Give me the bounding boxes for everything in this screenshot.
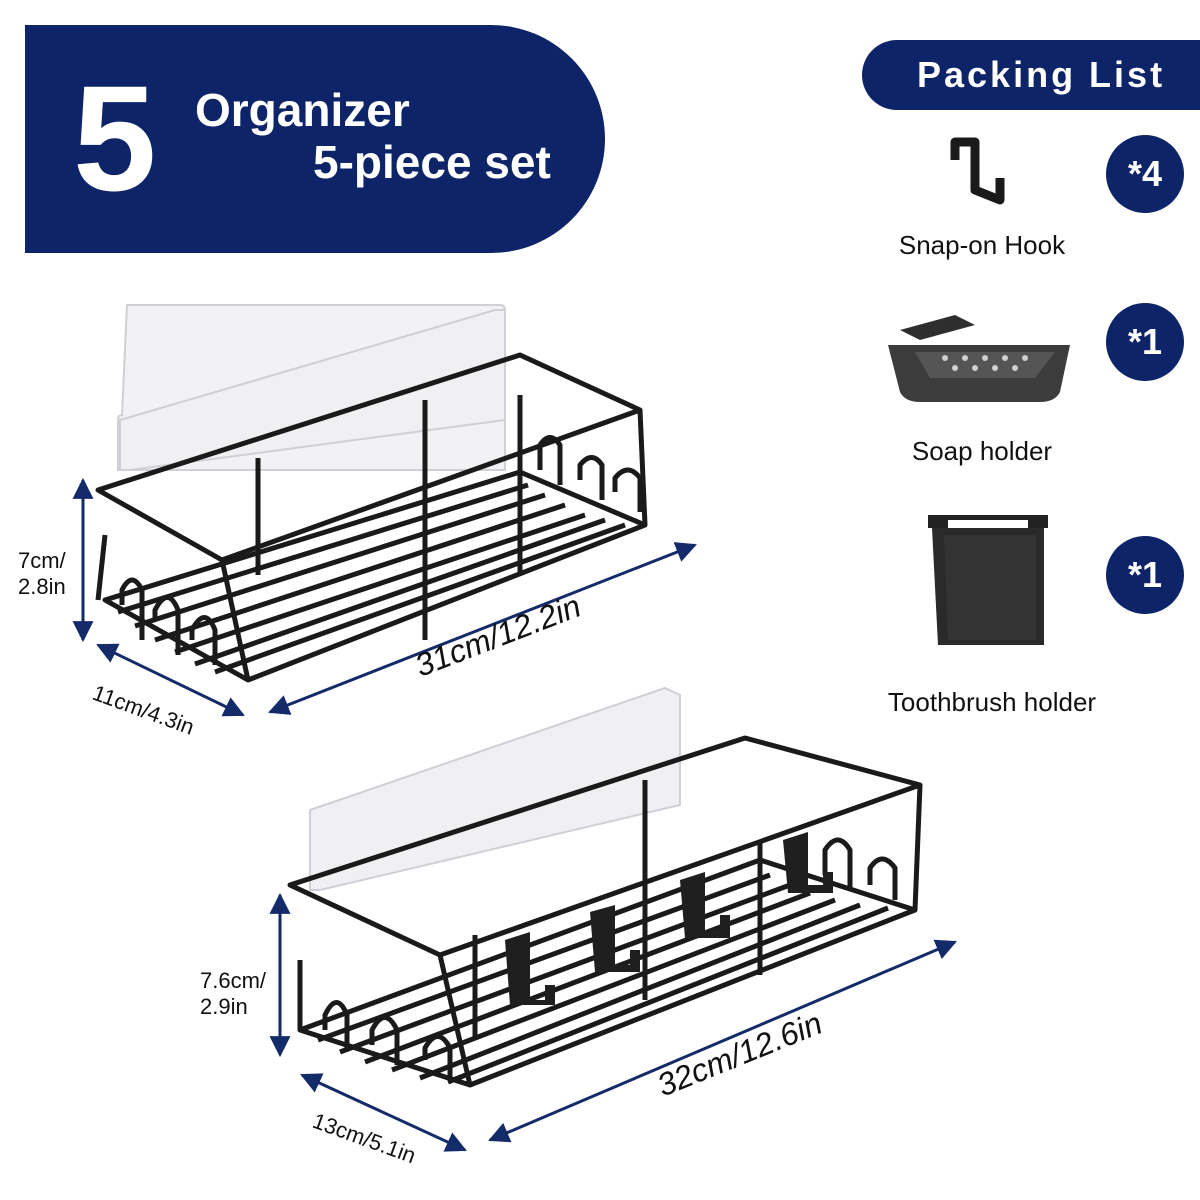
rack-2-height-label: 7.6cm/ 2.9in bbox=[200, 968, 266, 1020]
hook-icon bbox=[950, 137, 1005, 205]
title-banner: 5 Organizer 5-piece set bbox=[25, 25, 605, 253]
packing-list-title: Packing List bbox=[862, 40, 1200, 110]
set-count: 5 bbox=[73, 54, 157, 222]
rack-2-dimension-arrows bbox=[269, 892, 957, 1152]
rack-1-height-in: 2.8in bbox=[18, 574, 66, 599]
rack-2 bbox=[287, 686, 923, 1088]
toothbrush-label: Toothbrush holder bbox=[887, 687, 1097, 717]
soap-dish-icon bbox=[888, 315, 1070, 402]
rack-1 bbox=[95, 304, 648, 683]
title-line-1: Organizer bbox=[195, 84, 410, 136]
rack-1-height-cm: 7cm/ bbox=[18, 548, 66, 573]
soap-label: Soap holder bbox=[911, 436, 1053, 466]
rack-2-height-cm: 7.6cm/ bbox=[200, 968, 267, 993]
rack-1-dimension-arrows bbox=[72, 477, 697, 717]
toothbrush-cup-icon bbox=[928, 515, 1048, 645]
rack-2-height-in: 2.9in bbox=[200, 994, 248, 1019]
title-line-2: 5-piece set bbox=[313, 136, 551, 188]
hook-label: Snap-on Hook bbox=[898, 230, 1066, 260]
toothbrush-count-badge: *1 bbox=[1106, 536, 1184, 614]
rack-1-height-label: 7cm/ 2.8in bbox=[18, 548, 66, 600]
hook-count-badge: *4 bbox=[1106, 135, 1184, 213]
soap-count-badge: *1 bbox=[1106, 303, 1184, 381]
